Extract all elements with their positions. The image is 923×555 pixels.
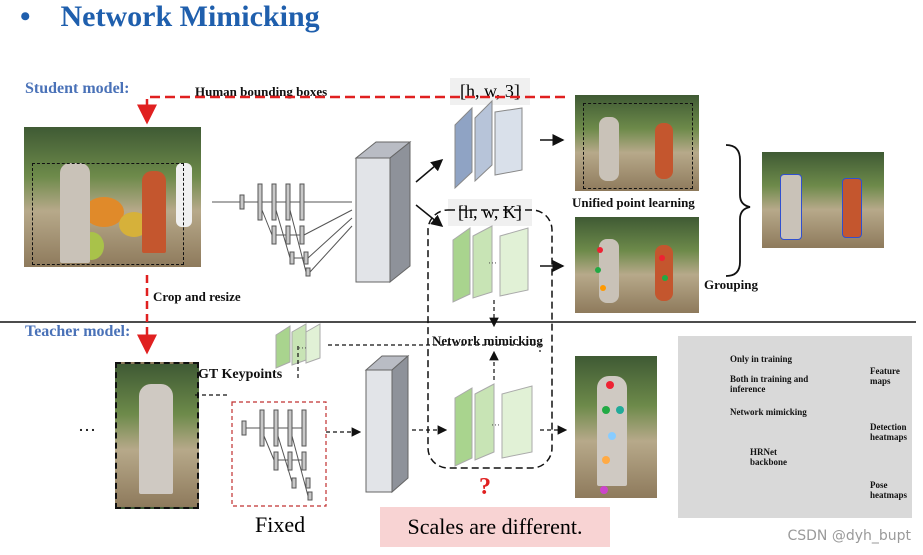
- teacher-pose-ellipsis: ···: [491, 420, 500, 430]
- fixed-label: Fixed: [255, 512, 306, 537]
- unified-point-learning-label: Unified point learning: [572, 195, 695, 210]
- gt-keypoints-label: GT Keypoints: [198, 367, 283, 382]
- detection-output-image: [575, 95, 699, 191]
- network-mimicking-label: Network mimicking: [432, 333, 543, 348]
- crop-resize-label: Crop and resize: [153, 289, 241, 304]
- human-bboxes-label: Human bounding boxes: [195, 84, 328, 99]
- bbox-red-arrow: [137, 95, 565, 125]
- detection-heatmaps: [454, 99, 523, 190]
- title-bullet: •: [20, 0, 31, 33]
- grouped-output-image: [762, 152, 884, 248]
- student-feature-map: [354, 140, 412, 284]
- question-mark: ?: [479, 474, 491, 500]
- scales-note: Scales are different.: [380, 507, 610, 547]
- keypoint-dots: [595, 247, 668, 494]
- gt-ellipsis: ···: [298, 343, 307, 353]
- legend-feature-maps: Feature maps: [870, 366, 900, 386]
- student-model-label: Student model:: [25, 80, 130, 97]
- legend-pose-heatmaps: Pose heatmaps: [870, 480, 908, 500]
- grouping-label: Grouping: [704, 277, 758, 292]
- pose-output-image: [575, 217, 699, 313]
- student-hrnet-backbone: [212, 183, 353, 277]
- pose-ellipsis: ···: [488, 258, 497, 268]
- teacher-feature-map: [364, 354, 410, 494]
- student-input-image: [24, 127, 201, 267]
- title-text: Network Mimicking: [60, 0, 320, 33]
- slide-title: • Network Mimicking: [20, 0, 320, 34]
- legend-detection-heatmaps: Detection heatmaps: [870, 422, 908, 442]
- teacher-pose-heatmaps: [454, 383, 533, 467]
- legend-panel: Only in training Both in training and in…: [678, 336, 912, 518]
- watermark: CSDN @dyh_bupt: [787, 528, 911, 544]
- teacher-model-label: Teacher model:: [25, 323, 131, 340]
- teacher-output-image: [575, 356, 657, 498]
- teacher-input-image: [115, 362, 199, 509]
- teacher-hrnet-backbone: [241, 409, 313, 501]
- grouping-brace: [725, 144, 751, 277]
- student-pose-heatmaps: [452, 225, 529, 303]
- teacher-left-ellipsis: ···: [78, 420, 96, 440]
- pose-dims-label: [h, w, K]: [448, 199, 532, 226]
- gt-keypoint-heatmaps: [275, 323, 321, 369]
- legend-only-training: Only in training: [730, 354, 793, 364]
- teacher-backbone-box: [231, 401, 327, 507]
- network-mimicking-box: [427, 209, 553, 469]
- legend-network-mimicking: Network mimicking: [730, 407, 807, 417]
- legend-both: Both in training and inference: [730, 374, 809, 394]
- legend-hrnet: HRNet backbone: [750, 447, 788, 467]
